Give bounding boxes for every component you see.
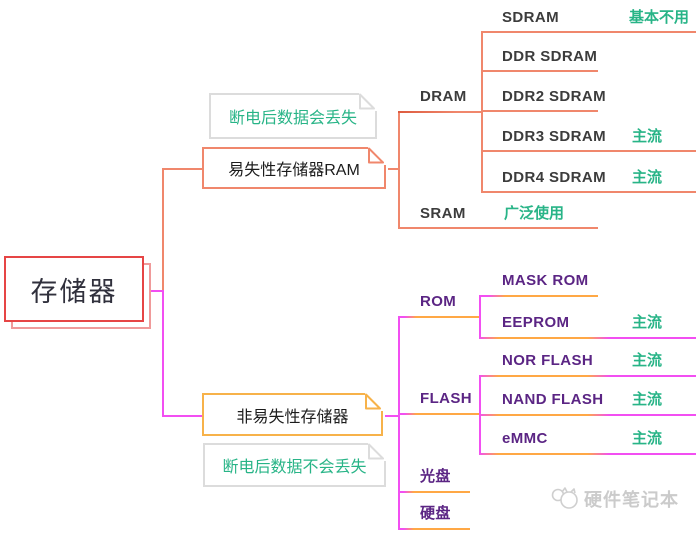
node-disc[interactable]: 光盘 [420, 468, 451, 485]
note-sdram[interactable]: 基本不用 [629, 9, 690, 26]
topic-volatile-ram-label: 易失性存储器RAM [228, 162, 360, 179]
underline-hdd [398, 528, 470, 530]
dram-children-vertical [481, 31, 483, 193]
volatile-note[interactable]: 断电后数据会丢失 [209, 93, 377, 139]
note-emmc[interactable]: 主流 [632, 430, 663, 447]
note-nor-flash[interactable]: 主流 [632, 352, 663, 369]
branch-line-volatile-vertical [162, 168, 164, 292]
underline-ddr-sdram [481, 70, 598, 72]
watermark: 硬件笔记本 [549, 484, 679, 514]
underline-dram [398, 111, 483, 113]
node-sram[interactable]: SRAM [420, 205, 466, 222]
underline-sdram [481, 31, 696, 33]
folded-corner-icon [359, 93, 377, 111]
rom-children-vertical [479, 295, 481, 339]
ram-children-vertical [398, 111, 400, 229]
branch-line-nonvolatile-vertical [162, 290, 164, 417]
underline-ddr3-sdram [481, 150, 696, 152]
topic-nonvolatile[interactable]: 非易失性存储器 [202, 393, 383, 436]
node-ddr3-sdram[interactable]: DDR3 SDRAM [502, 128, 607, 145]
underline-sram [398, 227, 598, 229]
node-ddr-sdram[interactable]: DDR SDRAM [502, 48, 598, 65]
nonvolatile-children-vertical [398, 316, 400, 530]
folded-corner-icon [368, 147, 386, 165]
branch-line-nonvolatile-to-topic [162, 415, 204, 417]
note-eeprom[interactable]: 主流 [632, 314, 663, 331]
connector-nonvolatile-to-children [385, 415, 400, 417]
connector-ram-to-children [388, 168, 400, 170]
node-mask-rom[interactable]: MASK ROM [502, 272, 589, 289]
underline-mask-rom [479, 295, 598, 297]
topic-volatile-ram[interactable]: 易失性存储器RAM [202, 147, 386, 189]
root-topic[interactable]: 存储器 [4, 256, 144, 322]
underline-rom [398, 316, 481, 318]
nonvolatile-note-text: 断电后数据不会丢失 [222, 459, 367, 476]
underline-emmc [479, 453, 696, 455]
underline-nor-flash [479, 375, 696, 377]
node-dram[interactable]: DRAM [420, 88, 467, 105]
folded-corner-icon [368, 443, 386, 461]
node-flash[interactable]: FLASH [420, 390, 472, 407]
note-sram[interactable]: 广泛使用 [504, 205, 565, 222]
underline-eeprom [479, 337, 696, 339]
root-connector-stub [148, 290, 164, 292]
underline-flash [398, 413, 481, 415]
cat-logo-icon [551, 487, 578, 509]
note-ddr3-sdram[interactable]: 主流 [632, 128, 663, 145]
root-topic-label: 存储器 [30, 276, 118, 307]
volatile-note-text: 断电后数据会丢失 [228, 110, 357, 127]
node-eeprom[interactable]: EEPROM [502, 314, 570, 331]
underline-ddr2-sdram [481, 110, 598, 112]
underline-ddr4-sdram [481, 191, 696, 193]
branch-line-volatile-to-topic [162, 168, 204, 170]
underline-nand-flash [479, 414, 696, 416]
nonvolatile-note[interactable]: 断电后数据不会丢失 [203, 443, 386, 487]
folded-corner-icon [365, 393, 383, 411]
node-ddr4-sdram[interactable]: DDR4 SDRAM [502, 169, 607, 186]
watermark-text: 硬件笔记本 [584, 490, 679, 510]
node-emmc[interactable]: eMMC [502, 430, 548, 447]
node-hdd[interactable]: 硬盘 [420, 505, 451, 522]
note-nand-flash[interactable]: 主流 [632, 391, 663, 408]
node-rom[interactable]: ROM [420, 293, 457, 310]
note-ddr4-sdram[interactable]: 主流 [632, 169, 663, 186]
node-ddr2-sdram[interactable]: DDR2 SDRAM [502, 88, 607, 105]
node-nand-flash[interactable]: NAND FLASH [502, 391, 604, 408]
node-sdram[interactable]: SDRAM [502, 9, 559, 26]
topic-nonvolatile-label: 非易失性存储器 [236, 408, 349, 426]
underline-disc [398, 491, 470, 493]
node-nor-flash[interactable]: NOR FLASH [502, 352, 594, 369]
